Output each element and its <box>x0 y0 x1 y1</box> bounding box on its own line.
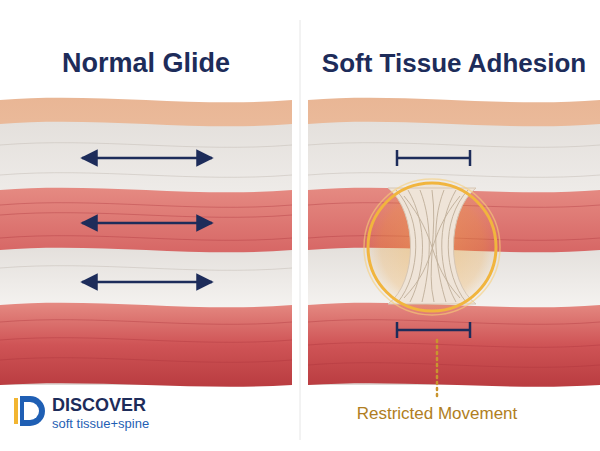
logo-wordmark: DISCOVER <box>52 395 146 416</box>
panel-title: Soft Tissue Adhesion <box>322 48 586 79</box>
logo-icon <box>14 396 45 426</box>
panel-title: Normal Glide <box>62 48 230 79</box>
callout-label: Restricted Movement <box>357 404 518 424</box>
logo-tagline: soft tissue+spine <box>52 416 149 431</box>
